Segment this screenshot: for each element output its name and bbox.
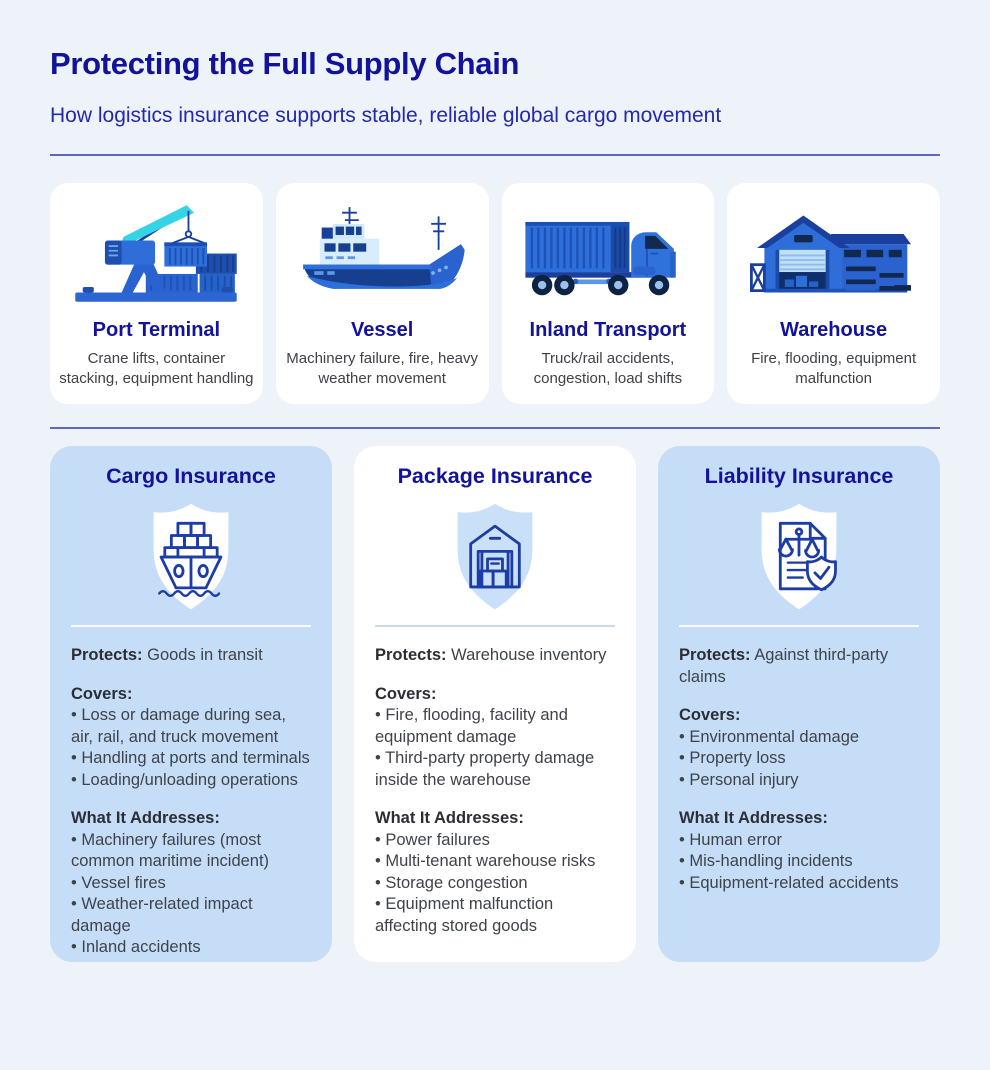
card-divider — [679, 625, 919, 627]
list-item: Fire, flooding, facility and equipment d… — [375, 705, 615, 748]
list-item: Equipment-related accidents — [679, 873, 919, 895]
addresses-label: What It Addresses: — [679, 809, 828, 827]
insurance-card-body: Protects: Warehouse inventory Covers: Fi… — [375, 645, 615, 937]
list-item: Machinery failures (most common maritime… — [71, 830, 311, 873]
infographic-page: Protecting the Full Supply Chain How log… — [0, 46, 990, 962]
insurance-card-title: Liability Insurance — [704, 464, 894, 488]
container-truck-illustration — [502, 195, 715, 313]
warehouse-building-illustration — [727, 195, 940, 313]
risk-card-description: Truck/rail accidents, congestion, load s… — [533, 350, 683, 387]
insurance-card-cargo: Cargo Insurance — [50, 446, 332, 962]
card-divider — [71, 625, 311, 627]
addresses-section: What It Addresses: Power failures Multi-… — [375, 808, 615, 937]
section-divider — [50, 427, 940, 429]
risk-card-description: Crane lifts, container stacking, equipme… — [59, 350, 254, 387]
protects-value: Warehouse inventory — [451, 646, 607, 664]
risk-card-port-terminal: Port Terminal Crane lifts, container sta… — [50, 183, 263, 404]
covers-label: Covers: — [679, 706, 741, 724]
page-title: Protecting the Full Supply Chain — [50, 46, 520, 81]
covers-section: Covers: Fire, flooding, facility and equ… — [375, 684, 615, 792]
risk-card-description: Machinery failure, fire, heavy weather m… — [286, 350, 478, 387]
port-crane-illustration — [50, 195, 263, 313]
cargo-ship-illustration — [276, 195, 489, 313]
covers-section: Covers: Loss or damage during sea, air, … — [71, 684, 311, 792]
page-subtitle: How logistics insurance supports stable,… — [50, 104, 722, 127]
cargo-ship-icon — [303, 207, 465, 289]
risk-card-title: Warehouse — [780, 319, 888, 341]
list-item: Loss or damage during sea, air, rail, an… — [71, 705, 311, 748]
risk-card-title: Inland Transport — [529, 319, 687, 341]
addresses-label: What It Addresses: — [71, 809, 220, 827]
list-item: Third-party property damage inside the w… — [375, 748, 615, 791]
protects-section: Protects: Warehouse inventory — [375, 645, 615, 667]
addresses-section: What It Addresses: Machinery failures (m… — [71, 808, 311, 959]
shield-cargo-ship-icon — [133, 497, 249, 617]
insurance-card-liability: Liability Insurance — [658, 446, 940, 962]
protects-section: Protects: Against third-party claims — [679, 645, 919, 688]
risk-card-title: Vessel — [350, 319, 414, 341]
list-item: Vessel fires — [71, 873, 311, 895]
insurance-card-body: Protects: Against third-party claims Cov… — [679, 645, 919, 894]
list-item: Handling at ports and terminals — [71, 748, 311, 770]
list-item: Human error — [679, 830, 919, 852]
risk-card-inland-transport: Inland Transport Truck/rail accidents, c… — [501, 183, 715, 404]
list-item: Equipment malfunction affecting stored g… — [375, 894, 615, 937]
list-item: Environmental damage — [679, 727, 919, 749]
list-item: Inland accidents — [71, 937, 311, 959]
addresses-section: What It Addresses: Human error Mis-handl… — [679, 808, 919, 894]
warehouse-building-icon — [749, 215, 911, 293]
shield-warehouse-icon — [437, 497, 553, 617]
protects-label: Protects: — [71, 646, 143, 664]
list-item: Weather-related impact damage — [71, 894, 311, 937]
risk-cards-row: Port Terminal Crane lifts, container sta… — [50, 183, 940, 404]
insurance-card-body: Protects: Goods in transit Covers: Loss … — [71, 645, 311, 959]
risk-card-vessel: Vessel Machinery failure, fire, heavy we… — [275, 183, 489, 404]
list-item: Storage congestion — [375, 873, 615, 895]
insurance-card-package: Package Insurance — [354, 446, 636, 962]
protects-label: Protects: — [679, 646, 751, 664]
protects-value: Against third-party claims — [679, 646, 889, 686]
shield-legal-document-icon — [741, 497, 857, 617]
list-item: Property loss — [679, 748, 919, 770]
insurance-card-title: Package Insurance — [397, 464, 593, 488]
addresses-label: What It Addresses: — [375, 809, 524, 827]
list-item: Personal injury — [679, 770, 919, 792]
protects-label: Protects: — [375, 646, 447, 664]
insurance-cards-row: Cargo Insurance — [50, 446, 940, 962]
covers-label: Covers: — [375, 684, 437, 703]
list-item: Mis-handling incidents — [679, 851, 919, 873]
list-item: Loading/unloading operations — [71, 770, 311, 792]
protects-section: Protects: Goods in transit — [71, 645, 311, 667]
list-item: Power failures — [375, 830, 615, 852]
risk-card-description: Fire, flooding, equipment malfunction — [751, 350, 917, 387]
list-item: Multi-tenant warehouse risks — [375, 851, 615, 873]
covers-section: Covers: Environmental damage Property lo… — [679, 705, 919, 791]
card-divider — [375, 625, 615, 627]
protects-value: Goods in transit — [147, 646, 263, 664]
port-crane-icon — [75, 205, 238, 302]
insurance-card-title: Cargo Insurance — [106, 464, 276, 488]
header-divider — [50, 154, 940, 156]
risk-card-warehouse: Warehouse Fire, flooding, equipment malf… — [727, 183, 940, 404]
risk-card-title: Port Terminal — [92, 319, 221, 341]
container-truck-icon — [525, 221, 676, 296]
covers-label: Covers: — [71, 684, 133, 703]
